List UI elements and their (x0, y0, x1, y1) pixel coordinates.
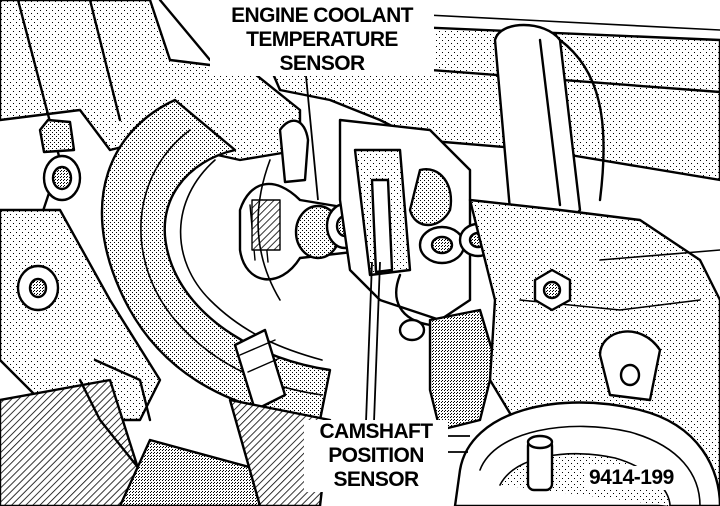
cam-label-line-3: SENSOR (333, 468, 419, 491)
thermostat-housing (0, 208, 162, 422)
camshaft-position-sensor (428, 308, 497, 432)
ect-label-line-3: SENSOR (279, 52, 365, 75)
cam-leader-line-1 (365, 261, 373, 423)
ect-label-line-2: TEMPERATURE (246, 28, 398, 51)
cam-leader-line-2 (373, 261, 381, 423)
cam-label-line-1: CAMSHAFT (319, 420, 433, 443)
camshaft-position-sensor-label: CAMSHAFT POSITION SENSOR (304, 420, 448, 492)
cylinder-head (0, 0, 302, 162)
engine-coolant-temperature-sensor-label: ENGINE COOLANT TEMPERATURE SENSOR (210, 4, 434, 76)
ect-label-line-1: ENGINE COOLANT (231, 4, 413, 27)
figure-number: 9414-199 (586, 466, 677, 490)
ect-leader-line (305, 75, 319, 201)
cam-label-line-2: POSITION (328, 444, 424, 467)
